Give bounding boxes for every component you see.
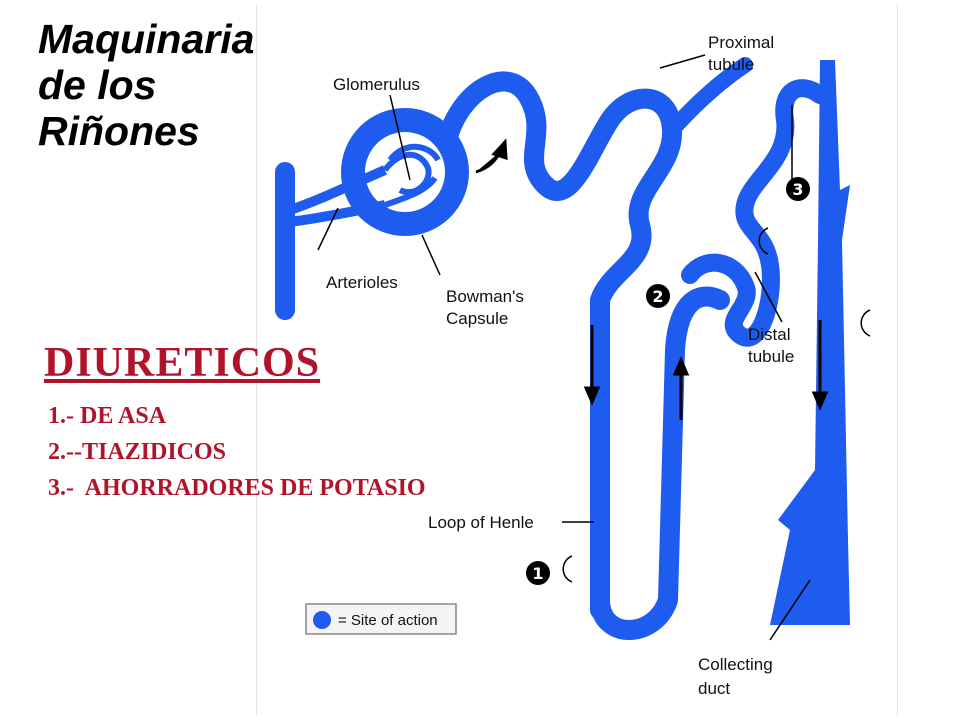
slide-title: Maquinaria de los Riñones <box>38 16 298 154</box>
label-collecting-line2: duct <box>698 679 730 698</box>
diuretics-item-thiazide: 2.--TIAZIDICOS <box>48 439 227 465</box>
label-glomerulus: Glomerulus <box>333 75 420 94</box>
diuretics-heading: DIURETICOS <box>44 340 321 386</box>
diuretics-item-potassium-sparing: 3.- AHORRADORES DE POTASIO <box>48 475 426 501</box>
arteriole-upper <box>288 165 387 215</box>
site-marker-distal <box>758 227 769 255</box>
proximal-tubule-end <box>664 57 753 138</box>
label-proximal-line1: Proximal <box>708 33 774 52</box>
legend: = Site of action <box>305 603 457 635</box>
legend-text: = Site of action <box>338 612 438 629</box>
diagram-frame <box>256 4 898 716</box>
loop-of-henle <box>590 286 730 640</box>
legend-site-icon <box>313 611 331 629</box>
bowmans-capsule <box>341 108 469 236</box>
slide-title-line-2: de los <box>38 62 157 108</box>
glomerulus-capillaries <box>382 143 441 208</box>
label-loop-of-henle: Loop of Henle <box>428 513 534 532</box>
label-bowman-line2: Capsule <box>446 309 508 328</box>
flow-arrows <box>475 138 829 420</box>
proximal-tubule <box>437 71 682 620</box>
site-badge-1-number: 1 <box>532 564 543 583</box>
label-arterioles: Arterioles <box>326 273 398 292</box>
slide-title-line-1: Maquinaria <box>38 16 255 62</box>
site-badge-2: 2 <box>646 284 670 308</box>
label-bowman-line1: Bowman's <box>446 287 524 306</box>
distal-tubule <box>681 79 829 347</box>
site-badge-2-number: 2 <box>652 287 663 306</box>
diuretics-list: 1.- DE ASA 2.--TIAZIDICOS 3.- AHORRADORE… <box>48 398 426 506</box>
collecting-duct <box>770 60 850 625</box>
site-marker-collecting <box>860 309 871 337</box>
label-collecting-line1: Collecting <box>698 655 773 674</box>
diuretics-item-loop: 1.- DE ASA <box>48 403 167 429</box>
label-proximal-line2: tubule <box>708 55 754 74</box>
site-badge-3: 3 <box>786 177 810 201</box>
label-distal-line1: Distal <box>748 325 791 344</box>
leader-lines <box>317 54 811 641</box>
site-badge-3-number: 3 <box>792 180 803 199</box>
label-distal-line2: tubule <box>748 347 794 366</box>
slide-title-line-3: Riñones <box>38 108 200 154</box>
site-badge-1: 1 <box>526 555 573 585</box>
